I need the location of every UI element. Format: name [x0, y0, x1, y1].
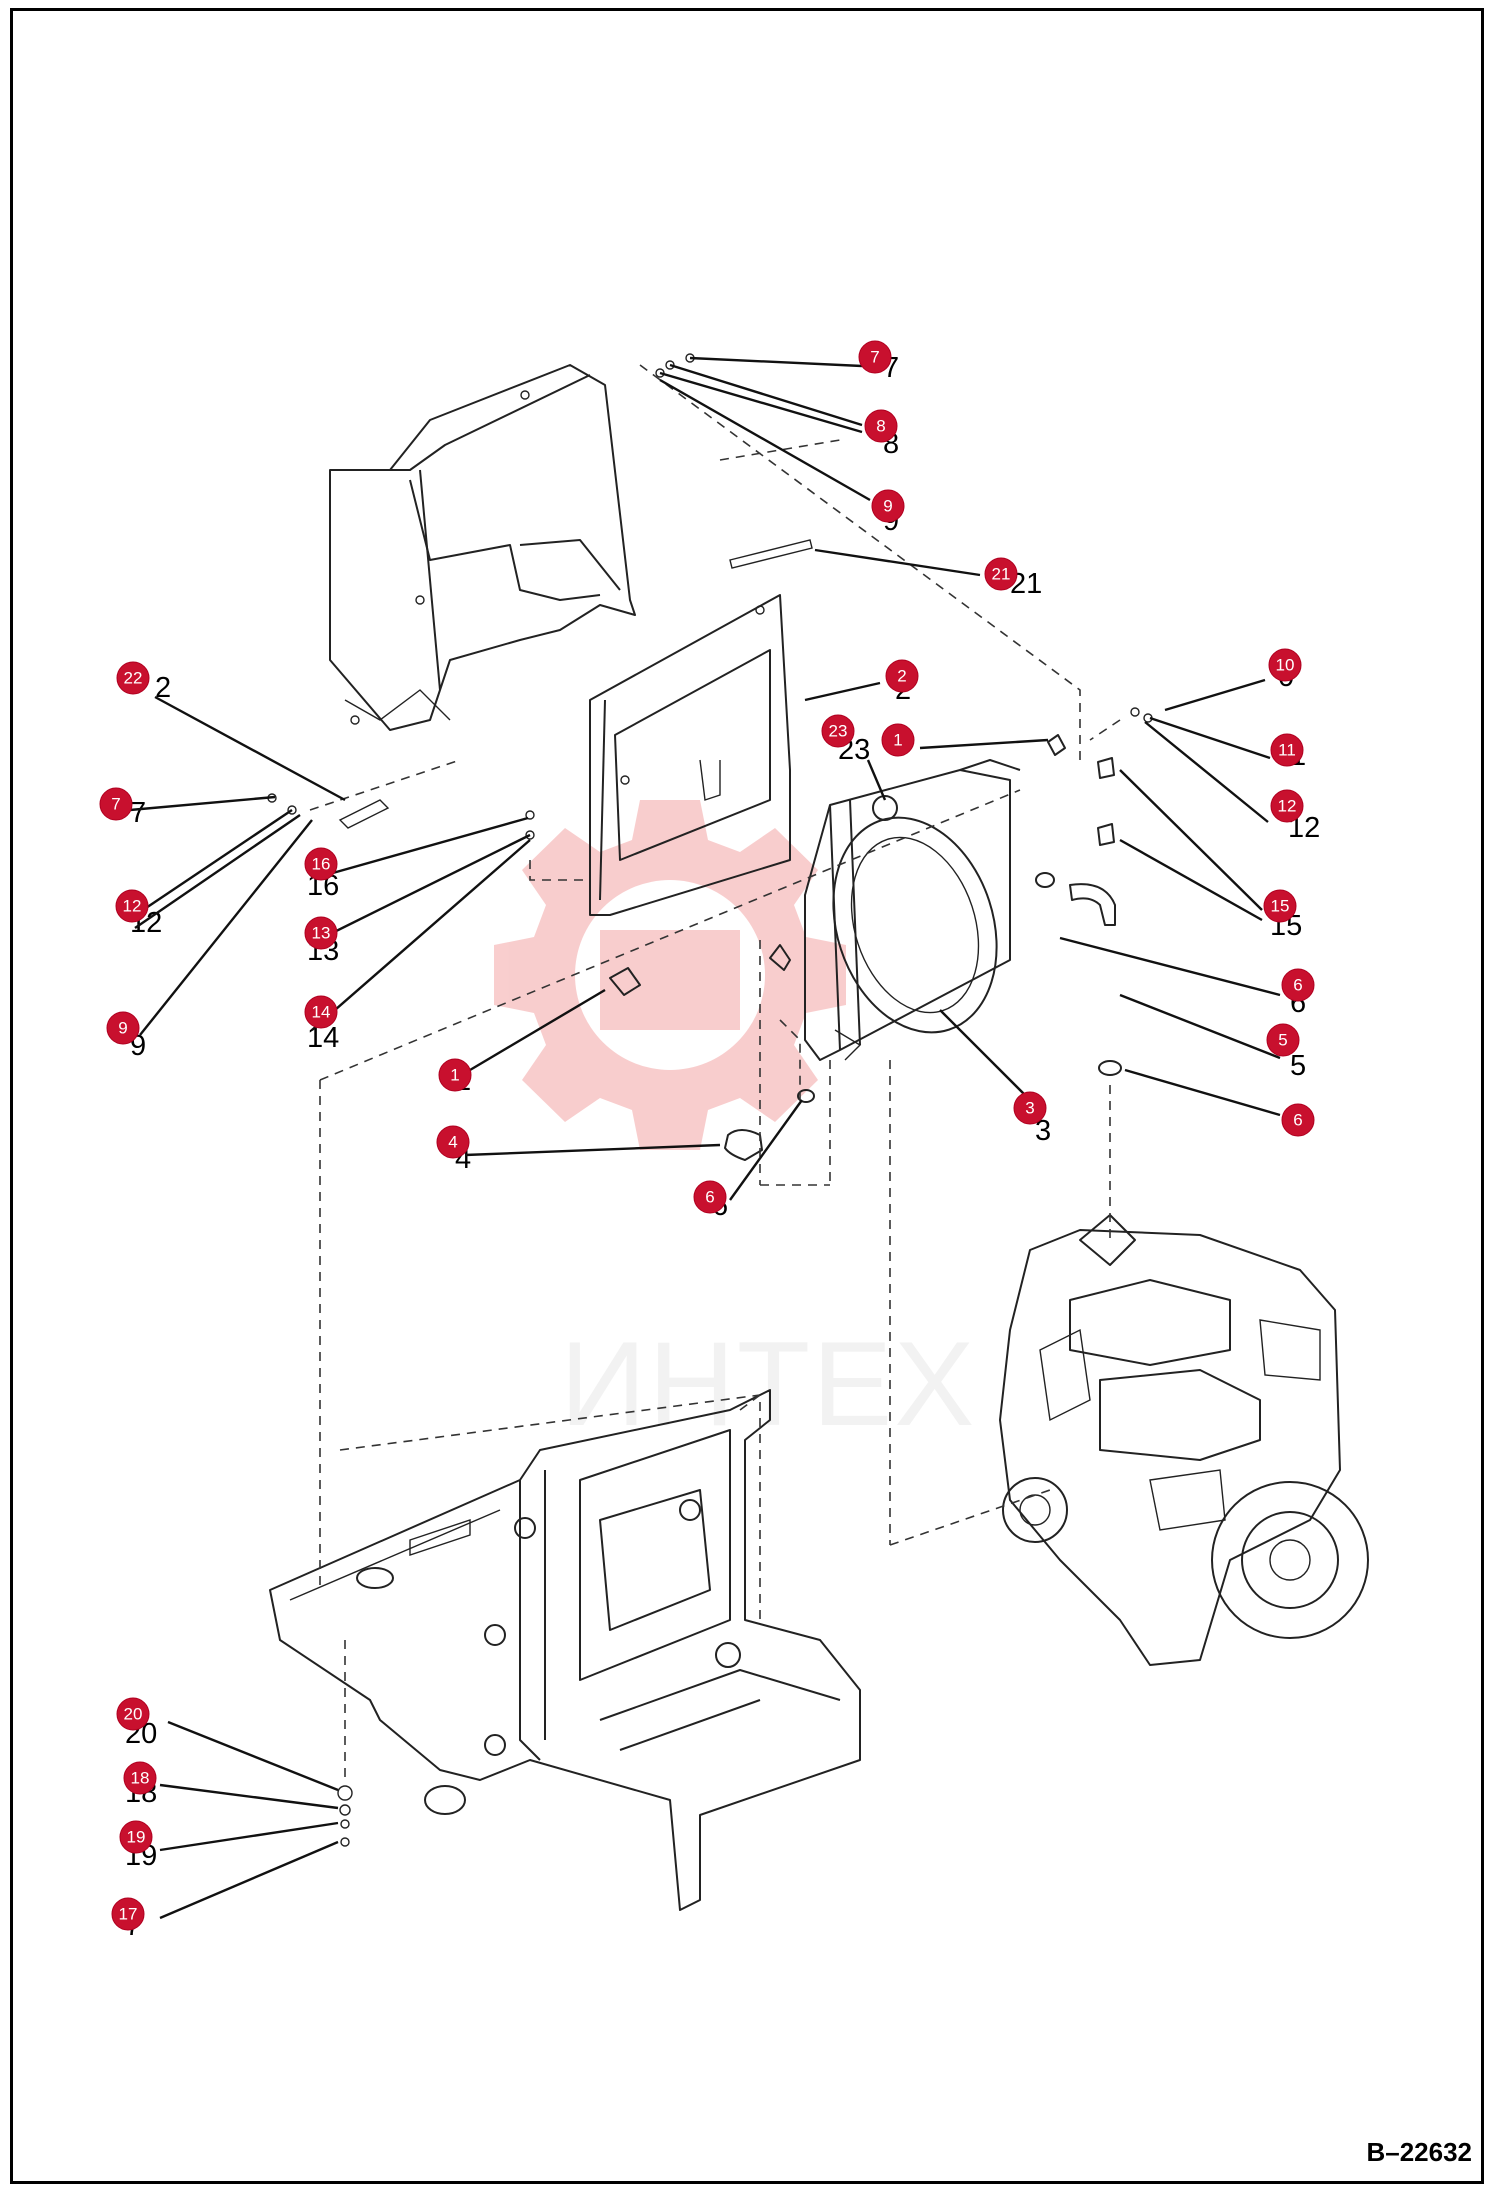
svg-text:6: 6 [1293, 1111, 1302, 1130]
watermark: ИНТЕХ [494, 800, 976, 1451]
callout-1[interactable]: 1 [881, 723, 915, 757]
svg-text:2: 2 [897, 667, 906, 686]
svg-text:7: 7 [130, 797, 146, 829]
svg-text:4: 4 [448, 1133, 457, 1152]
svg-text:23: 23 [829, 722, 848, 741]
svg-text:10: 10 [1276, 656, 1295, 675]
leader-lines [129, 356, 1281, 1920]
svg-text:19: 19 [127, 1828, 146, 1847]
svg-text:3: 3 [1035, 1115, 1051, 1147]
callout-20[interactable]: 20 [116, 1697, 150, 1731]
callout-16[interactable]: 16 [304, 847, 338, 881]
callout-19[interactable]: 19 [119, 1820, 153, 1854]
svg-text:9: 9 [118, 1019, 127, 1038]
svg-text:16: 16 [312, 855, 331, 874]
callout-12[interactable]: 12 [115, 889, 149, 923]
callout-21[interactable]: 21 [984, 557, 1018, 591]
drawing-number: B–22632 [1366, 2137, 1472, 2167]
callout-6[interactable]: 6 [1281, 968, 1315, 1002]
svg-text:8: 8 [876, 417, 885, 436]
callout-18[interactable]: 18 [123, 1761, 157, 1795]
svg-text:18: 18 [131, 1769, 150, 1788]
callout-7[interactable]: 7 [858, 340, 892, 374]
callout-11[interactable]: 11 [1270, 733, 1304, 767]
svg-text:11: 11 [1278, 741, 1296, 760]
svg-text:14: 14 [312, 1003, 331, 1022]
callout-7[interactable]: 7 [99, 787, 133, 821]
engine [999, 1214, 1369, 1666]
svg-text:15: 15 [1271, 897, 1290, 916]
hoses-and-clamps [267, 353, 1153, 1847]
callout-9[interactable]: 9 [106, 1011, 140, 1045]
svg-text:5: 5 [1278, 1031, 1287, 1050]
callout-10[interactable]: 10 [1268, 648, 1302, 682]
assembly-lines [309, 364, 1121, 1780]
original-item-numbers: 7 8 9 21 2 2 0 1 12 7 16 12 13 15 9 6 14… [125, 352, 1320, 1942]
svg-text:9: 9 [883, 497, 892, 516]
svg-text:6: 6 [705, 1188, 714, 1207]
watermark-text: ИНТЕХ [560, 1317, 976, 1451]
svg-text:1: 1 [450, 1066, 459, 1085]
svg-text:3: 3 [1025, 1099, 1034, 1118]
callout-5[interactable]: 5 [1266, 1023, 1300, 1057]
svg-text:22: 22 [124, 669, 143, 688]
baffle-plate [589, 594, 791, 916]
svg-text:20: 20 [124, 1705, 143, 1724]
callout-6[interactable]: 6 [693, 1180, 727, 1214]
callout-8[interactable]: 8 [864, 409, 898, 443]
svg-text:7: 7 [111, 795, 120, 814]
callout-4[interactable]: 4 [436, 1125, 470, 1159]
svg-text:5: 5 [1290, 1050, 1306, 1082]
svg-text:21: 21 [992, 565, 1011, 584]
callout-2[interactable]: 2 [885, 659, 919, 693]
callout-13[interactable]: 13 [304, 916, 338, 950]
callout-17[interactable]: 17 [111, 1897, 145, 1931]
callout-6[interactable]: 6 [1281, 1103, 1315, 1137]
callout-12[interactable]: 12 [1270, 789, 1304, 823]
svg-text:12: 12 [1278, 797, 1297, 816]
callouts: 7 8 9 21 2 22 23 1 10 11 12 7 16 12 13 1… [99, 340, 1315, 1931]
callout-3[interactable]: 3 [1013, 1091, 1047, 1125]
svg-text:6: 6 [1293, 976, 1302, 995]
callout-15[interactable]: 15 [1263, 889, 1297, 923]
callout-1[interactable]: 1 [438, 1058, 472, 1092]
svg-text:13: 13 [312, 924, 331, 943]
callout-22[interactable]: 22 [116, 661, 150, 695]
upper-shroud [329, 364, 636, 731]
callout-14[interactable]: 14 [304, 995, 338, 1029]
callout-9[interactable]: 9 [871, 489, 905, 523]
svg-text:7: 7 [870, 348, 879, 367]
svg-text:1: 1 [893, 731, 902, 750]
engine-frame [269, 1389, 861, 1911]
svg-text:2: 2 [155, 672, 171, 704]
callout-23[interactable]: 23 [821, 714, 855, 748]
svg-text:17: 17 [119, 1905, 138, 1924]
radiator-assembly [804, 759, 1021, 1061]
svg-text:12: 12 [123, 897, 142, 916]
